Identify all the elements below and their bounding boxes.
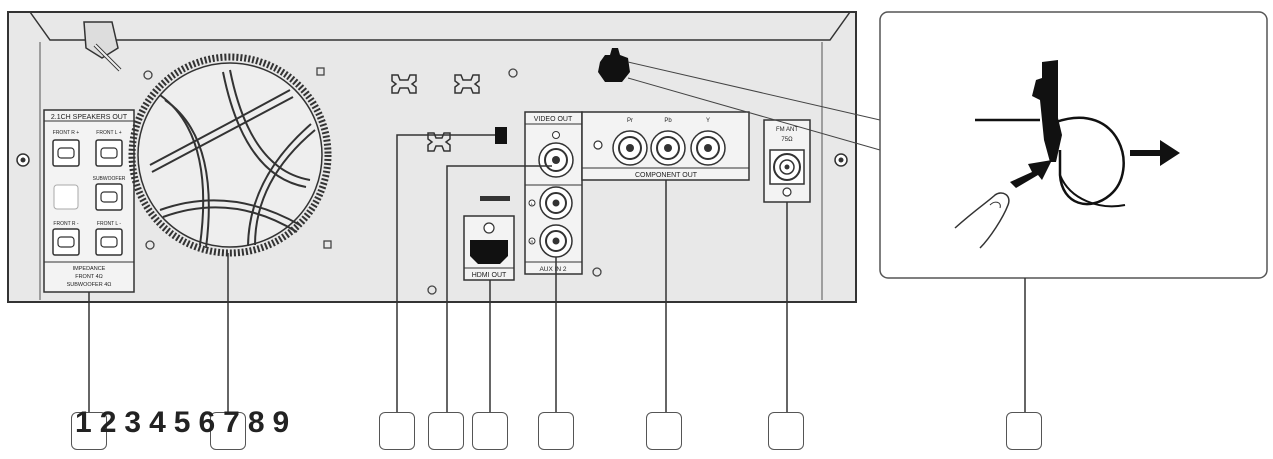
- cable-tie-clip-icon: [598, 48, 630, 82]
- pr-label: Pr: [627, 118, 633, 124]
- front-r-plus-label: FRONT R +: [53, 130, 80, 136]
- component-jacks: [612, 130, 726, 166]
- clip-holes: [391, 74, 480, 152]
- callout-box-9: [1006, 412, 1042, 450]
- leader-lines: [88, 134, 1026, 413]
- subwoofer-ohm-label: SUBWOOFER 4Ω: [67, 282, 112, 288]
- front-ohm-label: FRONT 4Ω: [75, 274, 103, 280]
- callout-box-5: [472, 412, 508, 450]
- fan-icon: [128, 53, 332, 257]
- number-sequence: 1 2 3 4 5 6 7 8 9: [75, 406, 290, 440]
- zoom-callout-lines: [627, 61, 881, 151]
- component-out-label: COMPONENT OUT: [635, 172, 698, 179]
- front-l-minus-label: FRONT L -: [97, 221, 122, 227]
- callout-box-2: [210, 412, 246, 450]
- subwoofer-label: SUBWOOFER: [93, 176, 126, 182]
- fm-ohm-label: 75Ω: [781, 137, 793, 143]
- callout-box-1: [71, 412, 107, 450]
- component-out-panel: Pr Pb Y COMPONENT OUT: [581, 111, 750, 181]
- zoom-inset: [879, 11, 1268, 279]
- speakers-out-label: 2.1CH SPEAKERS OUT: [51, 114, 128, 121]
- aux-r-label: R: [531, 239, 534, 244]
- video-out-panel: VIDEO OUT L R AUX IN 2: [524, 111, 583, 275]
- arrow-right-icon: [1130, 140, 1180, 166]
- callout-box-7: [646, 412, 682, 450]
- pb-label: Pb: [664, 118, 672, 124]
- video-out-label: VIDEO OUT: [534, 116, 573, 123]
- mounting-holes: [143, 67, 602, 295]
- fm-ant-label: FM ANT: [776, 127, 798, 133]
- front-l-plus-label: FRONT L +: [96, 130, 122, 136]
- callout-box-4: [428, 412, 464, 450]
- front-r-minus-label: FRONT R -: [53, 221, 79, 227]
- fm-antenna-panel: FM ANT 75Ω: [763, 119, 811, 203]
- aux-l-label: L: [531, 201, 534, 206]
- hdmi-out-port: HDMI OUT: [463, 196, 515, 281]
- speaker-terminals: [52, 139, 123, 256]
- aux-in-label: AUX IN 2: [539, 266, 566, 273]
- callout-box-6: [538, 412, 574, 450]
- speaker-terminal-panel: 2.1CH SPEAKERS OUT FRONT R + FRONT L + S…: [43, 109, 135, 293]
- number-sequence-text: 1 2 3 4 5 6 7 8 9: [75, 406, 291, 439]
- cable-tie-mount: [495, 127, 507, 144]
- y-label: Y: [706, 118, 710, 124]
- push-arrow-icon: [1010, 160, 1052, 188]
- hdmi-out-label: HDMI OUT: [472, 272, 507, 279]
- cable-clamp-icon: [83, 21, 122, 72]
- screw-icon: [16, 153, 848, 167]
- callout-box-3: [379, 412, 415, 450]
- finger-icon: [954, 192, 1010, 249]
- impedance-label: IMPEDANCE: [73, 266, 106, 272]
- callout-box-8: [768, 412, 804, 450]
